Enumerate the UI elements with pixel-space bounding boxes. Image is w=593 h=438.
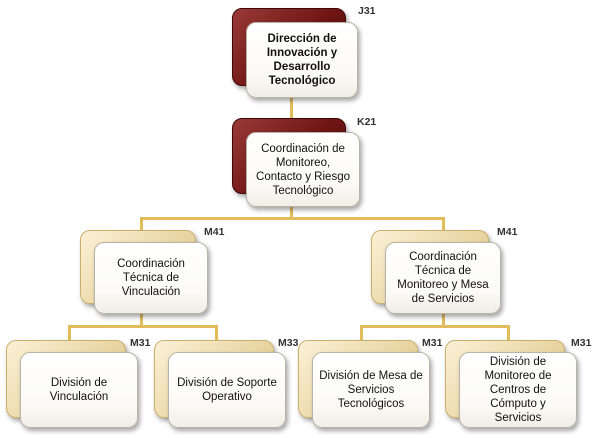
connector-to-coord-mesa bbox=[442, 217, 445, 237]
node-direccion-code: J31 bbox=[358, 5, 376, 17]
node-coord-mesa-box: Coordinación Técnica de Monitoreo y Mesa… bbox=[385, 242, 501, 314]
node-div-vinculacion-code: M31 bbox=[130, 337, 151, 349]
connector-level4-left-horizontal bbox=[68, 325, 218, 328]
connector-to-coord-vinculacion bbox=[140, 217, 143, 237]
node-coord-vinculacion-box: Coordinación Técnica de Vinculación bbox=[94, 242, 208, 314]
node-coord-vinculacion-label: Coordinación Técnica de Vinculación bbox=[117, 258, 185, 298]
node-div-vinculacion-label: División de Vinculación bbox=[49, 377, 109, 403]
node-coord-monitoreo-code: K21 bbox=[357, 116, 377, 128]
connector-level3-horizontal bbox=[140, 217, 445, 220]
node-div-vinculacion-box: División de Vinculación bbox=[20, 352, 138, 428]
node-coord-mesa: Coordinación Técnica de Monitoreo y Mesa… bbox=[371, 226, 517, 320]
node-div-vinculacion: División de Vinculación M31 bbox=[6, 337, 150, 432]
node-coord-vinculacion-code: M41 bbox=[204, 226, 225, 238]
node-div-soporte-label: División de Soporte Operativo bbox=[177, 377, 277, 403]
connector-to-div-mesa bbox=[360, 325, 363, 341]
node-div-computo-label: División de Monitoreo de Centros de Cómp… bbox=[484, 356, 552, 424]
node-div-soporte: División de Soporte Operativo M33 bbox=[154, 337, 298, 432]
node-div-computo-box: División de Monitoreo de Centros de Cómp… bbox=[459, 352, 577, 428]
connector-direccion-to-coord bbox=[290, 96, 293, 122]
connector-level4-right-horizontal bbox=[360, 325, 510, 328]
node-coord-mesa-code: M41 bbox=[497, 226, 518, 238]
connector-to-div-vinculacion bbox=[68, 325, 71, 341]
node-coord-mesa-label: Coordinación Técnica de Monitoreo y Mesa… bbox=[397, 251, 489, 305]
connector-to-div-soporte bbox=[215, 325, 218, 341]
node-div-mesa-box: División de Mesa de Servicios Tecnológic… bbox=[312, 352, 430, 428]
node-div-soporte-box: División de Soporte Operativo bbox=[168, 352, 286, 428]
connector-vinc-down bbox=[140, 313, 143, 327]
node-div-mesa-code: M31 bbox=[422, 337, 443, 349]
node-coord-monitoreo-label: Coordinación de Monitoreo, Contacto y Ri… bbox=[256, 142, 350, 197]
node-direccion-box: Dirección de Innovación y Desarrollo Tec… bbox=[246, 22, 358, 98]
node-coord-monitoreo: Coordinación de Monitoreo, Contacto y Ri… bbox=[232, 116, 376, 208]
node-div-soporte-code: M33 bbox=[278, 337, 299, 349]
node-div-mesa: División de Mesa de Servicios Tecnológic… bbox=[298, 337, 442, 432]
connector-coord-down bbox=[290, 207, 293, 219]
node-coord-monitoreo-box: Coordinación de Monitoreo, Contacto y Ri… bbox=[246, 132, 360, 207]
node-div-mesa-label: División de Mesa de Servicios Tecnológic… bbox=[319, 370, 423, 410]
connector-mesa-down bbox=[442, 313, 445, 327]
node-direccion-label: Dirección de Innovación y Desarrollo Tec… bbox=[266, 33, 338, 87]
node-div-computo-code: M31 bbox=[571, 337, 592, 349]
node-coord-vinculacion: Coordinación Técnica de Vinculación M41 bbox=[80, 226, 224, 320]
connector-to-div-computo bbox=[507, 325, 510, 341]
node-direccion: Dirección de Innovación y Desarrollo Tec… bbox=[232, 5, 376, 98]
node-div-computo: División de Monitoreo de Centros de Cómp… bbox=[445, 337, 592, 432]
